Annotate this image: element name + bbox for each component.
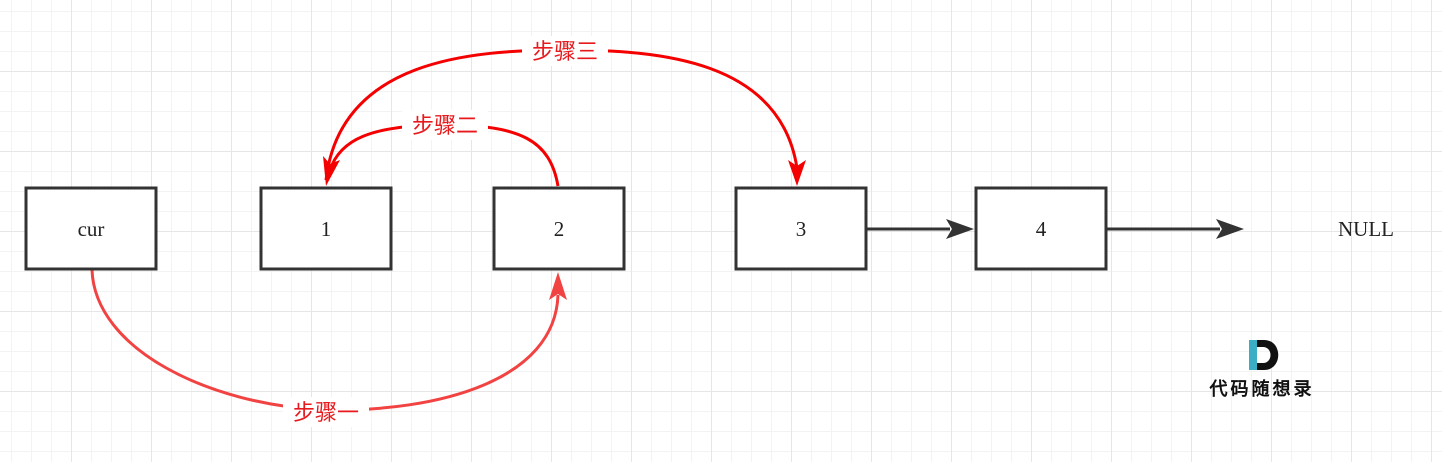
step2-label-group: 步骤二 (402, 110, 488, 140)
step3-label: 步骤三 (532, 40, 598, 65)
node-1: 1 (259, 186, 393, 271)
step2-label: 步骤二 (412, 114, 478, 139)
link-4-to-null (1107, 219, 1244, 239)
node-3-label: 3 (796, 217, 807, 241)
arrowhead-icon (788, 160, 806, 186)
node-1-label: 1 (321, 217, 332, 241)
step1-label-group: 步骤一 (283, 397, 369, 427)
node-4: 4 (974, 186, 1108, 271)
arrowhead-icon (323, 156, 340, 186)
logo-text: 代码随想录 (1209, 378, 1315, 400)
step1-arrow (90, 269, 567, 412)
node-2-label: 2 (554, 217, 565, 241)
node-cur: cur (24, 186, 158, 271)
node-2: 2 (492, 186, 626, 271)
d-letter-icon (1249, 340, 1279, 370)
node-4-label: 4 (1036, 217, 1047, 241)
null-label: NULL (1338, 217, 1394, 241)
logo: 代码随想录 (1209, 340, 1315, 400)
arrowhead-icon (1216, 219, 1244, 239)
step3-label-group: 步骤三 (522, 36, 608, 66)
step1-label: 步骤一 (293, 401, 359, 426)
arrowhead-icon (549, 272, 567, 300)
arrowhead-icon (946, 219, 974, 239)
node-3: 3 (734, 186, 868, 271)
node-cur-label: cur (78, 217, 105, 241)
link-3-to-4 (866, 219, 974, 239)
step3-arrow (324, 48, 806, 186)
